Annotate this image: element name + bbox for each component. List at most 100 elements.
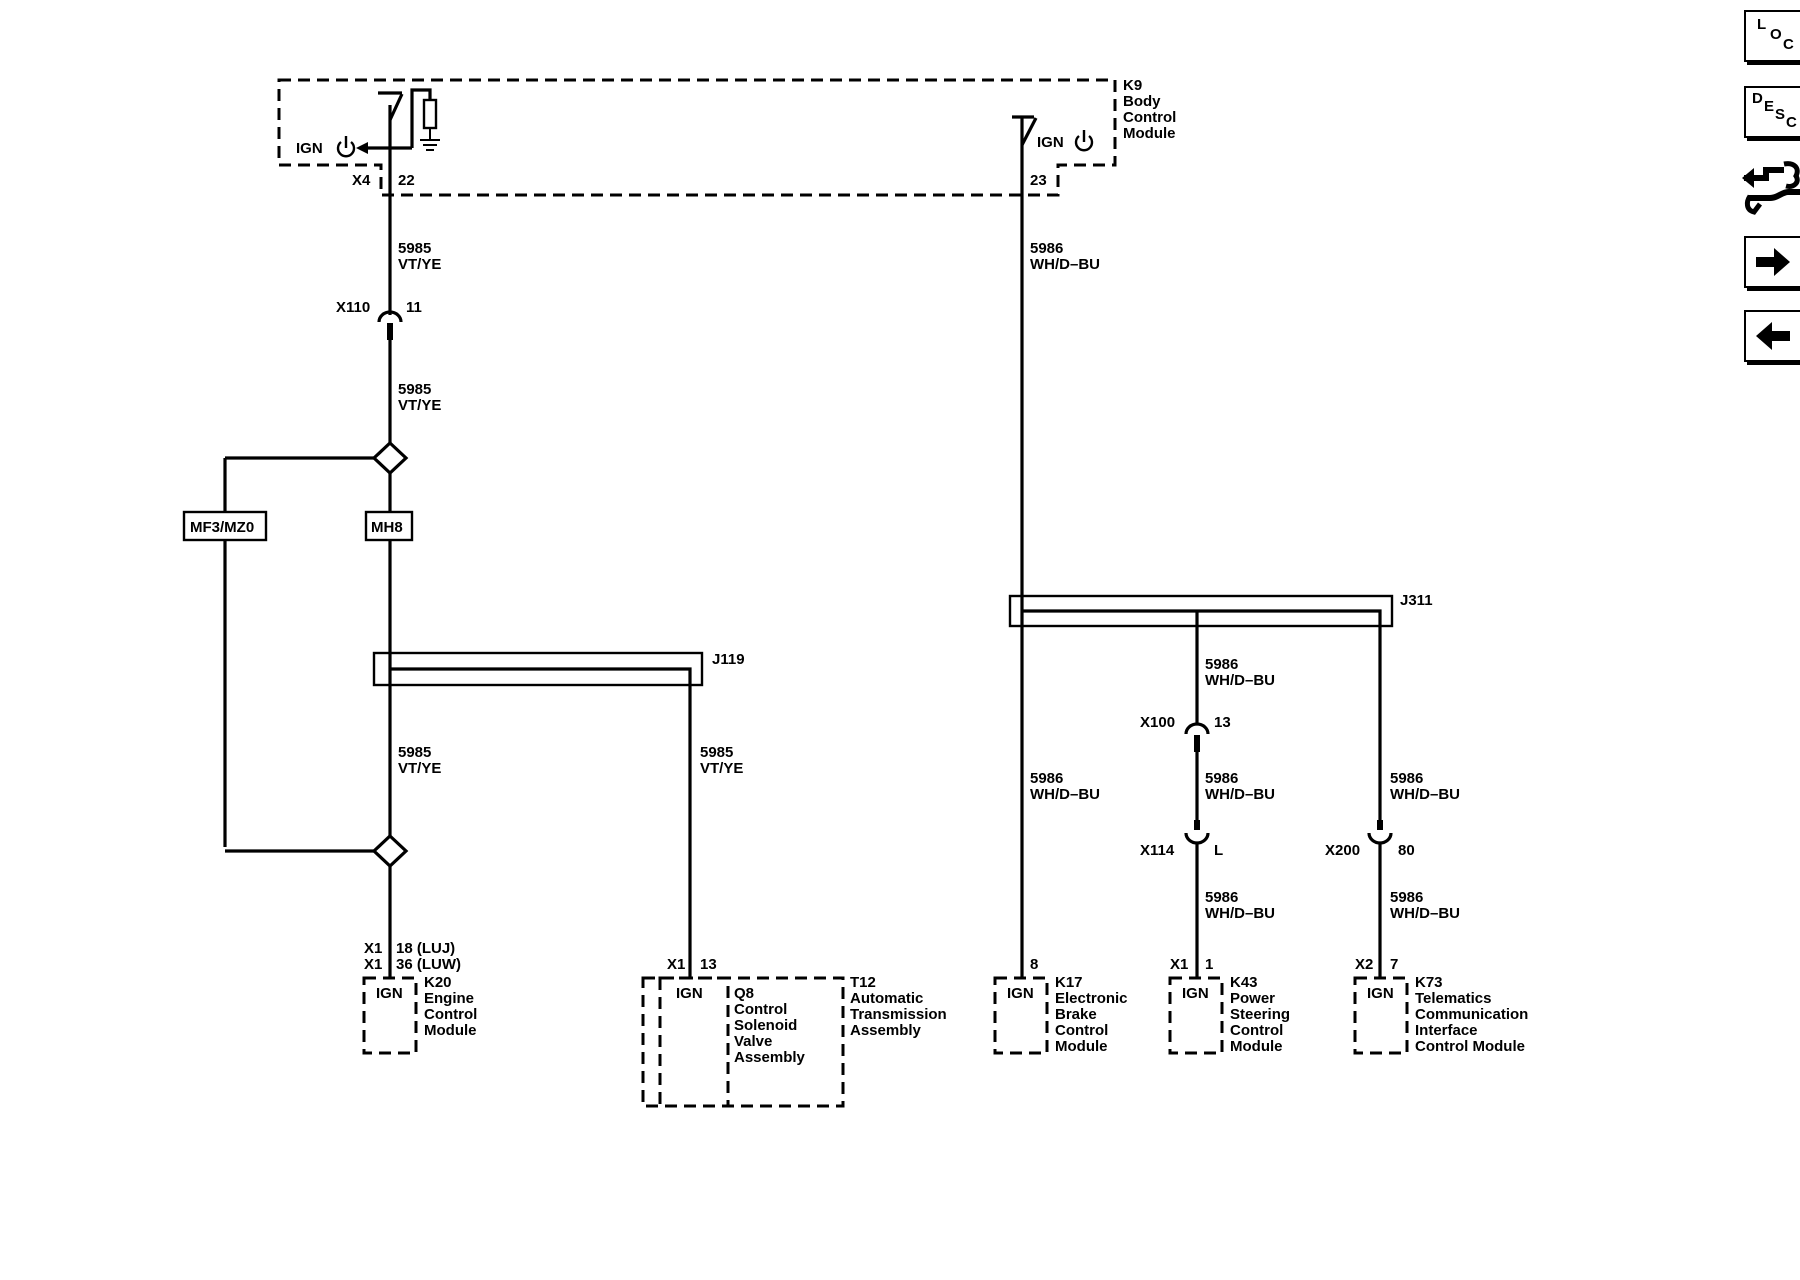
connector-x200-pin: 80 [1398, 842, 1415, 859]
tcicm-label-3: Interface [1415, 1022, 1478, 1039]
tcicm-label-2: Communication [1415, 1006, 1528, 1023]
splice-j311 [1008, 594, 1394, 628]
valve-label-3: Valve [734, 1033, 772, 1050]
circuit-5986: 5986 WH/D–BU J311 5986 WH/D–BU 5986 WH/D… [1008, 150, 1460, 978]
wire-label-circuit: 5986 [1030, 770, 1063, 787]
wire-label-circuit: 5986 [1030, 240, 1063, 257]
location-button[interactable]: L O C [1744, 10, 1800, 62]
trans-outline [641, 976, 845, 1108]
loc-letter-l: L [1757, 16, 1767, 33]
tcicm-module: X2 7 IGN K73 Telematics Communication In… [1353, 956, 1528, 1055]
connector-k9-pin23: 23 [1030, 172, 1047, 189]
tcicm-outline [1353, 976, 1409, 1055]
ebcm-ign: IGN [1007, 985, 1034, 1002]
connector-x110-pin: 11 [406, 299, 422, 316]
wire-label-circuit: 5986 [1390, 889, 1423, 906]
wire-label-circuit: 5986 [1205, 656, 1238, 673]
valve-label-4: Assembly [734, 1049, 806, 1066]
connector-pscm-pin: 1 [1205, 956, 1213, 973]
wire-label-circuit: 5985 [398, 381, 431, 398]
connector-x4-pin: 22 [398, 172, 415, 189]
pscm-label-3: Control [1230, 1022, 1283, 1039]
splice-j119-label: J119 [712, 651, 745, 668]
pscm-label-2: Steering [1230, 1006, 1290, 1023]
ebcm-outline [993, 976, 1049, 1055]
wire-label-color: VT/YE [398, 397, 441, 414]
bcm-ign-label-left: IGN [296, 140, 323, 157]
pscm-label-1: Power [1230, 990, 1275, 1007]
connector-ecm-pin-b: 36 (LUW) [396, 956, 461, 973]
circuit-5985: 5985 VT/YE X110 11 5985 VT/YE MF3/MZ0 MH… [182, 150, 745, 978]
valve-label-2: Solenoid [734, 1017, 797, 1034]
ebcm-label-2: Brake [1055, 1006, 1097, 1023]
option-mh8: MH8 [371, 519, 403, 536]
valve-ref: Q8 [734, 985, 754, 1002]
connector-ebcm-pin: 8 [1030, 956, 1038, 973]
wire-label-circuit: 5985 [398, 240, 431, 257]
ecm-module: X1 18 (LUJ) X1 36 (LUW) IGN K20 Engine C… [362, 940, 477, 1055]
ecm-outline [362, 976, 418, 1055]
connector-tcicm-pin: 7 [1390, 956, 1398, 973]
tcicm-label-4: Control Module [1415, 1038, 1525, 1055]
splice-j119 [372, 651, 704, 687]
ebcm-label-4: Module [1055, 1038, 1108, 1055]
bcm-label-1: Body [1123, 93, 1161, 110]
tcicm-ign: IGN [1367, 985, 1394, 1002]
wire-label-circuit: 5985 [398, 744, 431, 761]
trans-label-1: Automatic [850, 990, 923, 1007]
valve-ign-outline [658, 976, 730, 1108]
arrow-left-icon [1756, 322, 1790, 350]
bcm-label-3: Module [1123, 125, 1176, 142]
ebcm-label-3: Control [1055, 1022, 1108, 1039]
trans-ref: T12 [850, 974, 876, 991]
wire-label-circuit: 5986 [1205, 770, 1238, 787]
connector-ecm-pin-a: 18 (LUJ) [396, 940, 455, 957]
transmission-module: X1 13 IGN Q8 Control Solenoid Valve Asse… [641, 956, 947, 1108]
desc-letter-e: E [1764, 98, 1775, 115]
connector-x100: X100 [1140, 714, 1175, 731]
wire-label-color: WH/D–BU [1205, 672, 1275, 689]
connector-x4: X4 [352, 172, 371, 189]
option-box-mh8 [364, 510, 414, 542]
desc-letter-s: S [1775, 106, 1786, 123]
ecm-label-3: Module [424, 1022, 477, 1039]
wire-label-color: WH/D–BU [1030, 786, 1100, 803]
wire-label-color: WH/D–BU [1030, 256, 1100, 273]
bcm-ref: K9 [1123, 77, 1142, 94]
next-page-button[interactable] [1744, 236, 1800, 288]
description-button[interactable]: D E S C [1744, 86, 1800, 138]
wire-label-circuit: 5985 [700, 744, 733, 761]
trans-label-3: Assembly [850, 1022, 922, 1039]
pscm-module: X1 1 IGN K43 Power Steering Control Modu… [1168, 956, 1290, 1055]
valve-label-1: Control [734, 1001, 787, 1018]
connector-ecm-x1a: X1 [364, 940, 382, 957]
loc-letter-o: O [1770, 26, 1782, 43]
wire-label-circuit: 5986 [1205, 889, 1238, 906]
bcm-label-2: Control [1123, 109, 1176, 126]
tcicm-ref: K73 [1415, 974, 1443, 991]
trans-label-2: Transmission [850, 1006, 947, 1023]
ecm-ign: IGN [376, 985, 403, 1002]
bcm-ign-label-right: IGN [1037, 134, 1064, 151]
wire-label-color: WH/D–BU [1390, 905, 1460, 922]
wire-label-circuit: 5986 [1390, 770, 1423, 787]
bcm-module: K9 Body Control Module IGN [277, 77, 1176, 197]
bcm-ign-input-switch: IGN [1012, 115, 1094, 152]
splice-j311-label: J311 [1400, 592, 1433, 609]
valve-ign: IGN [676, 985, 703, 1002]
connector-x114-pin: L [1214, 842, 1223, 859]
power-icon [336, 136, 356, 158]
desc-letter-c: C [1786, 114, 1797, 131]
desc-letter-d: D [1752, 90, 1763, 107]
connector-views-icon[interactable] [1740, 152, 1800, 218]
ecm-label-2: Control [424, 1006, 477, 1023]
connector-x110: X110 [336, 299, 370, 316]
previous-page-button[interactable] [1744, 310, 1800, 362]
pscm-ref: K43 [1230, 974, 1258, 991]
connector-tcicm-x2: X2 [1355, 956, 1373, 973]
option-mf3: MF3/MZ0 [190, 519, 254, 536]
connector-ecm-x1b: X1 [364, 956, 382, 973]
pscm-outline [1168, 976, 1224, 1055]
power-icon [1074, 130, 1094, 152]
